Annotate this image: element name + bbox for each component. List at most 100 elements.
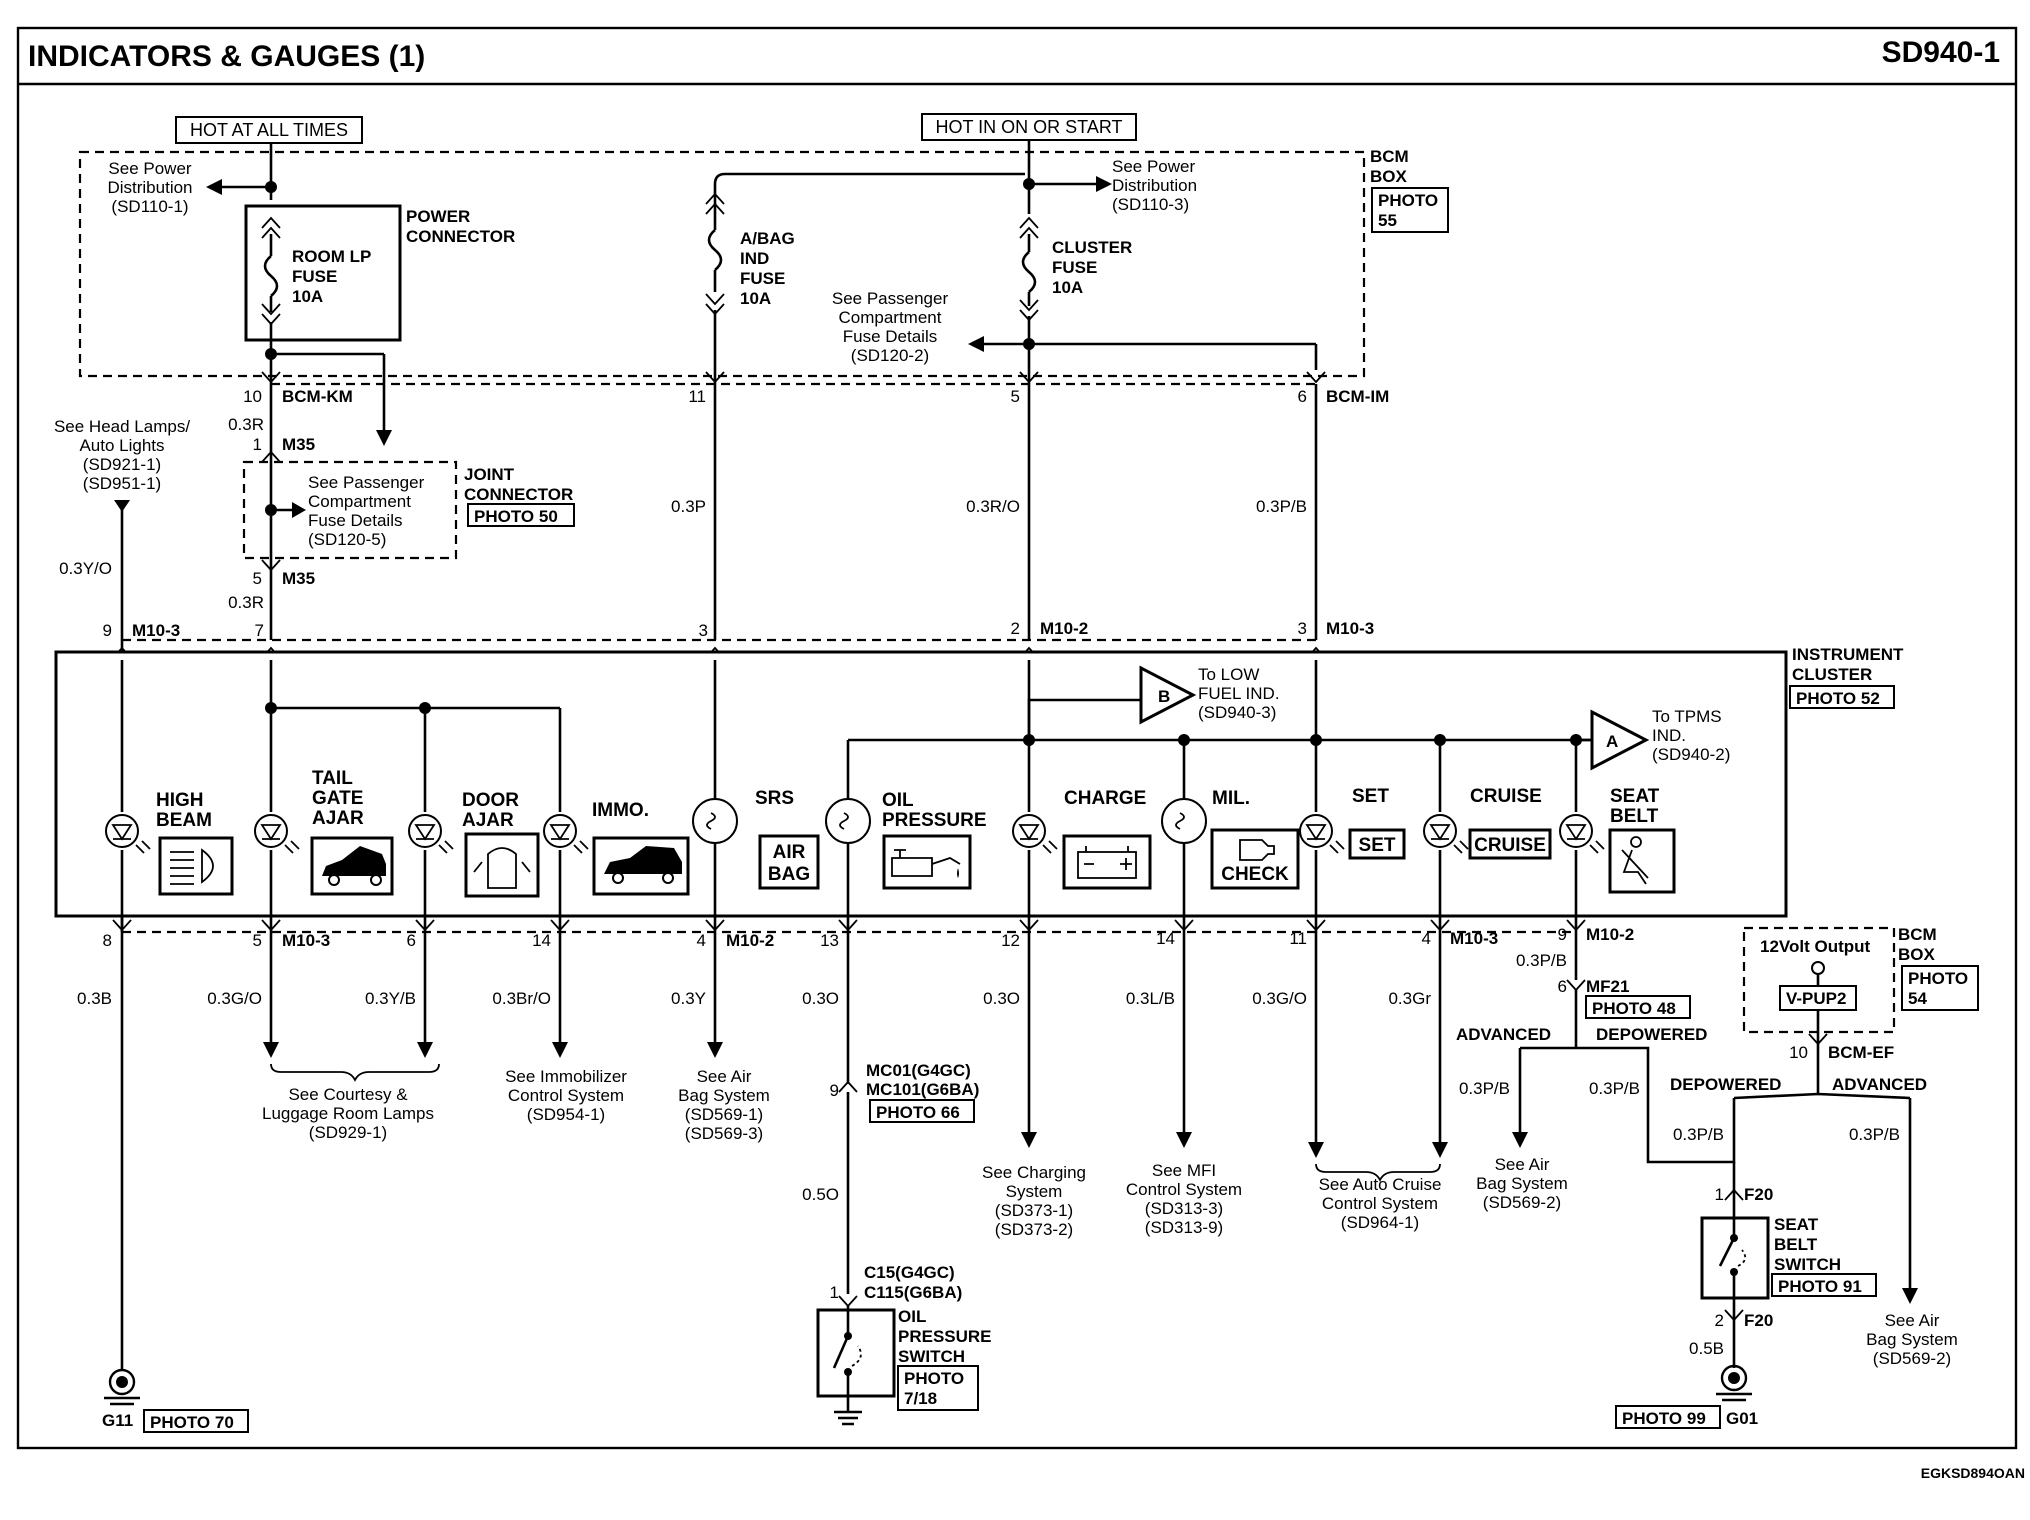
ref-cruise-3: (SD964-1) (1341, 1213, 1419, 1232)
label-set: SET (1352, 786, 1389, 807)
low-fuel-triangle (1139, 665, 1197, 725)
head-lamps-2: Auto Lights (79, 436, 164, 455)
room-lp-fuse-2: FUSE (292, 267, 337, 286)
joint-see-4: (SD120-5) (308, 530, 386, 549)
cluster-fuse-3: 10A (1052, 278, 1083, 297)
room-lp-fuse-1: ROOM LP (292, 247, 371, 266)
ref-airbag1-1: See Air (697, 1067, 752, 1086)
mf21-pin: 6 (1558, 977, 1567, 996)
immo-symbol-icon (592, 836, 690, 896)
bottom-conn-m103a: M10-3 (282, 931, 330, 950)
ref-charging-2: System (1006, 1182, 1063, 1201)
bcm-box-photo-2: 55 (1378, 211, 1397, 230)
page-title: INDICATORS & GAUGES (1) (28, 40, 425, 73)
ground-g01-name: G01 (1726, 1409, 1758, 1428)
bottom-pin-12: 12 (1001, 931, 1020, 950)
oil-can-symbol-icon (882, 834, 972, 890)
joint-conn-m35-top: M35 (282, 435, 315, 454)
bottom-conn-m102b: M10-2 (1586, 925, 1634, 944)
label-high-1: HIGH (156, 790, 204, 811)
wire-0.3R-top: 0.3R (228, 415, 264, 434)
bw-0.3PB-3: 0.3P/B (1589, 1079, 1640, 1098)
bw-0.5B: 0.5B (1689, 1339, 1724, 1358)
label-srs: SRS (755, 788, 794, 809)
bw-0.3PB-4: 0.3P/B (1673, 1125, 1724, 1144)
bw-0.3LB: 0.3L/B (1126, 989, 1175, 1008)
bw-0.3GO: 0.3G/O (207, 989, 262, 1008)
cluster-internal-wires (120, 660, 1592, 932)
bcm-ef-advanced: ADVANCED (1832, 1075, 1927, 1094)
low-fuel-2: FUEL IND. (1198, 684, 1280, 703)
led-tail-gate-icon (254, 814, 300, 854)
wire-0.3R-mid: 0.3R (228, 593, 264, 612)
cruise-badge: CRUISE (1474, 835, 1546, 856)
sb-photo: PHOTO 91 (1778, 1277, 1862, 1296)
sb-conn1: F20 (1744, 1185, 1773, 1204)
oil-switch-label-2: PRESSURE (898, 1327, 992, 1346)
oil-switch-label-3: SWITCH (898, 1347, 965, 1366)
joint-pin-5: 5 (253, 569, 262, 588)
abag-fuse-icon (705, 192, 725, 316)
label-door-2: AJAR (462, 810, 514, 831)
ground-g11-icon (104, 1368, 140, 1406)
power-connector-2: CONNECTOR (406, 227, 515, 246)
label-door-1: DOOR (462, 790, 519, 811)
led-cruise-icon (1423, 814, 1469, 854)
ref-immo-1: See Immobilizer (505, 1067, 627, 1086)
pass-comp-1: See Passenger (832, 289, 949, 308)
check-badge: CHECK (1221, 864, 1289, 885)
low-fuel-letter: B (1158, 687, 1170, 706)
ground-g01-icon (1716, 1364, 1752, 1402)
bw-0.3O-b: 0.3O (983, 989, 1020, 1008)
hot-at-all-times-label: HOT AT ALL TIMES (190, 120, 348, 140)
joint-conn-m35-bottom: M35 (282, 569, 315, 588)
ground-g01-photo: PHOTO 99 (1622, 1409, 1706, 1428)
top-pin-3b: 3 (1298, 619, 1307, 638)
ref-airbag2-3: (SD569-2) (1483, 1193, 1561, 1212)
label-tail-3: AJAR (312, 808, 364, 829)
room-lp-fuse-icon (261, 216, 281, 326)
ref-cruise-2: Control System (1322, 1194, 1438, 1213)
led-charge-icon (1012, 814, 1058, 854)
abag-fuse-1: A/BAG (740, 229, 795, 248)
bw-0.3Y: 0.3Y (671, 989, 706, 1008)
bw-0.3O-a: 0.3O (802, 989, 839, 1008)
bw-0.3PB-2: 0.3P/B (1459, 1079, 1510, 1098)
ref-courtesy-1: See Courtesy & (288, 1085, 408, 1104)
see-power-left-1: See Power (108, 159, 191, 178)
ref-airbag1-3: (SD569-1) (685, 1105, 763, 1124)
see-power-left-3: (SD110-1) (111, 197, 188, 216)
led-seat-belt-icon (1559, 814, 1605, 854)
ref-mfi-3: (SD313-3) (1145, 1199, 1223, 1218)
power-connector-1: POWER (406, 207, 470, 226)
bcm-box-label-2: BOX (1370, 167, 1408, 186)
cluster-fuse-2: FUSE (1052, 258, 1097, 277)
bottom-pin-5: 5 (253, 931, 262, 950)
cluster-title-2: CLUSTER (1792, 665, 1872, 684)
oil-mc101: MC101(G6BA) (866, 1080, 979, 1099)
oil-pressure-switch-icon (816, 1306, 896, 1426)
pass-comp-2: Compartment (839, 308, 942, 327)
head-lamps-4: (SD951-1) (83, 474, 161, 493)
ref-airbag3-1: See Air (1885, 1311, 1940, 1330)
ref-courtesy-2: Luggage Room Lamps (262, 1104, 434, 1123)
bw-0.3PB-5: 0.3P/B (1849, 1125, 1900, 1144)
bcm-ef-pin: 10 (1789, 1043, 1808, 1062)
top-pin-3: 3 (699, 621, 708, 640)
bottom-conn-m102a: M10-2 (726, 931, 774, 950)
lamp-mil-icon (1161, 798, 1207, 844)
ref-mfi-2: Control System (1126, 1180, 1242, 1199)
bcm-box-label-1: BCM (1370, 147, 1409, 166)
bcm-box-photo-1: PHOTO (1378, 191, 1438, 210)
led-set-icon (1299, 814, 1345, 854)
tpms-triangle (1590, 709, 1650, 771)
ground-g11-name: G11 (102, 1411, 133, 1430)
sb-pin2: 2 (1715, 1311, 1724, 1330)
bcm-pin-10: 10 (243, 387, 262, 406)
bcm-ef-photo-1: PHOTO (1908, 969, 1968, 988)
head-lamps-1: See Head Lamps/ (54, 417, 190, 436)
sb-label-3: SWITCH (1774, 1255, 1841, 1274)
bw-0.5O: 0.5O (802, 1185, 839, 1204)
bottom-pin-4b: 4 (1422, 929, 1431, 948)
